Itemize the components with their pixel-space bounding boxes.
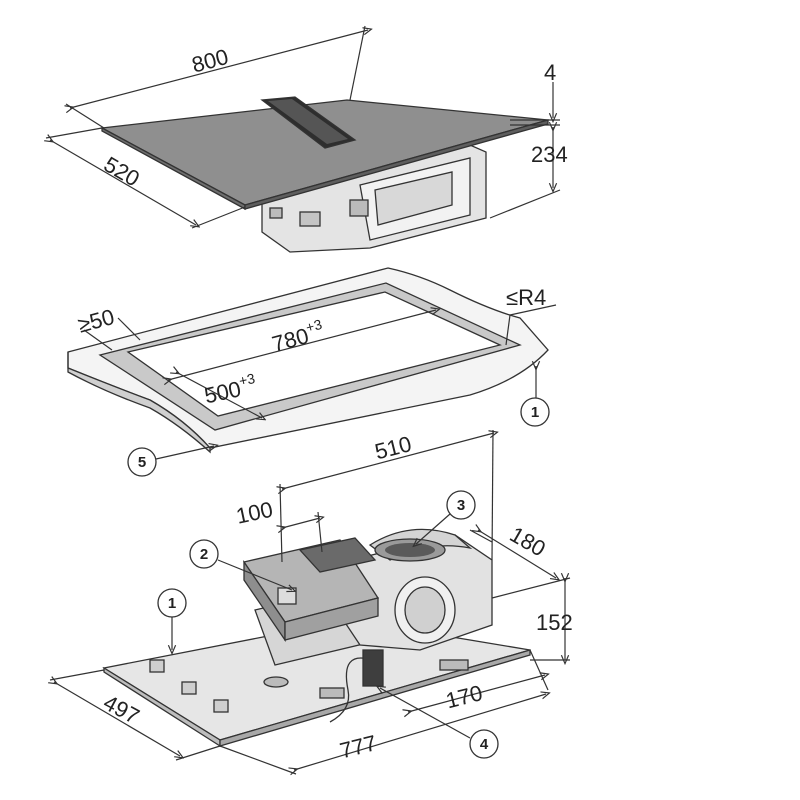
- callout-3-label: 3: [457, 497, 465, 514]
- dim-fan-height-label: 152: [536, 610, 573, 635]
- dim-radius-label: ≤R4: [506, 285, 546, 310]
- dim-cutout-width-tol: +3: [237, 370, 256, 389]
- dim-top-width-label: 800: [189, 44, 231, 78]
- svg-text:500+3: 500+3: [201, 370, 259, 408]
- dim-fan-offset-label: 100: [234, 497, 275, 529]
- dim-outlet-offset-label: 170: [443, 680, 485, 713]
- callout-2-label: 2: [200, 546, 208, 563]
- top-unit-illustration: [99, 96, 549, 253]
- callout-5-frame: 5: [127, 446, 214, 477]
- callout-2-electronics: 2: [189, 539, 292, 590]
- dim-cutout-length-tol: +3: [304, 316, 324, 336]
- connection-box: [362, 649, 384, 687]
- dim-glass-thickness-label: 4: [544, 60, 556, 85]
- callout-4-connection: 4: [380, 688, 499, 759]
- dim-top-height: 4 234: [489, 60, 568, 219]
- bottom-unit-illustration: [102, 528, 531, 748]
- dim-fan-offset: 100: [234, 497, 322, 553]
- dim-base-width-label: 777: [337, 730, 379, 763]
- dim-cutout-width: 500+3: [176, 370, 262, 418]
- callout-1b-label: 1: [168, 595, 176, 612]
- callout-1-cutout: 1: [520, 366, 550, 427]
- dim-fan-depth-label: 180: [506, 521, 550, 561]
- callout-3-inlet: 3: [416, 490, 476, 544]
- callout-1-label: 1: [531, 404, 539, 421]
- callout-5-label: 5: [138, 454, 146, 471]
- dim-fan-width-label: 510: [372, 431, 414, 464]
- countertop-cutout-illustration: [67, 267, 549, 454]
- dim-top-depth-label: 520: [100, 151, 144, 191]
- dim-top-height-label: 234: [531, 142, 568, 167]
- dim-fan-height: 152: [491, 578, 573, 660]
- callout-1-base: 1: [157, 588, 187, 650]
- dim-radius: ≤R4: [505, 285, 557, 346]
- dim-base-depth-label: 497: [99, 690, 143, 729]
- dim-min-edge-label: ≥50: [75, 304, 117, 338]
- callout-4-label: 4: [480, 736, 489, 753]
